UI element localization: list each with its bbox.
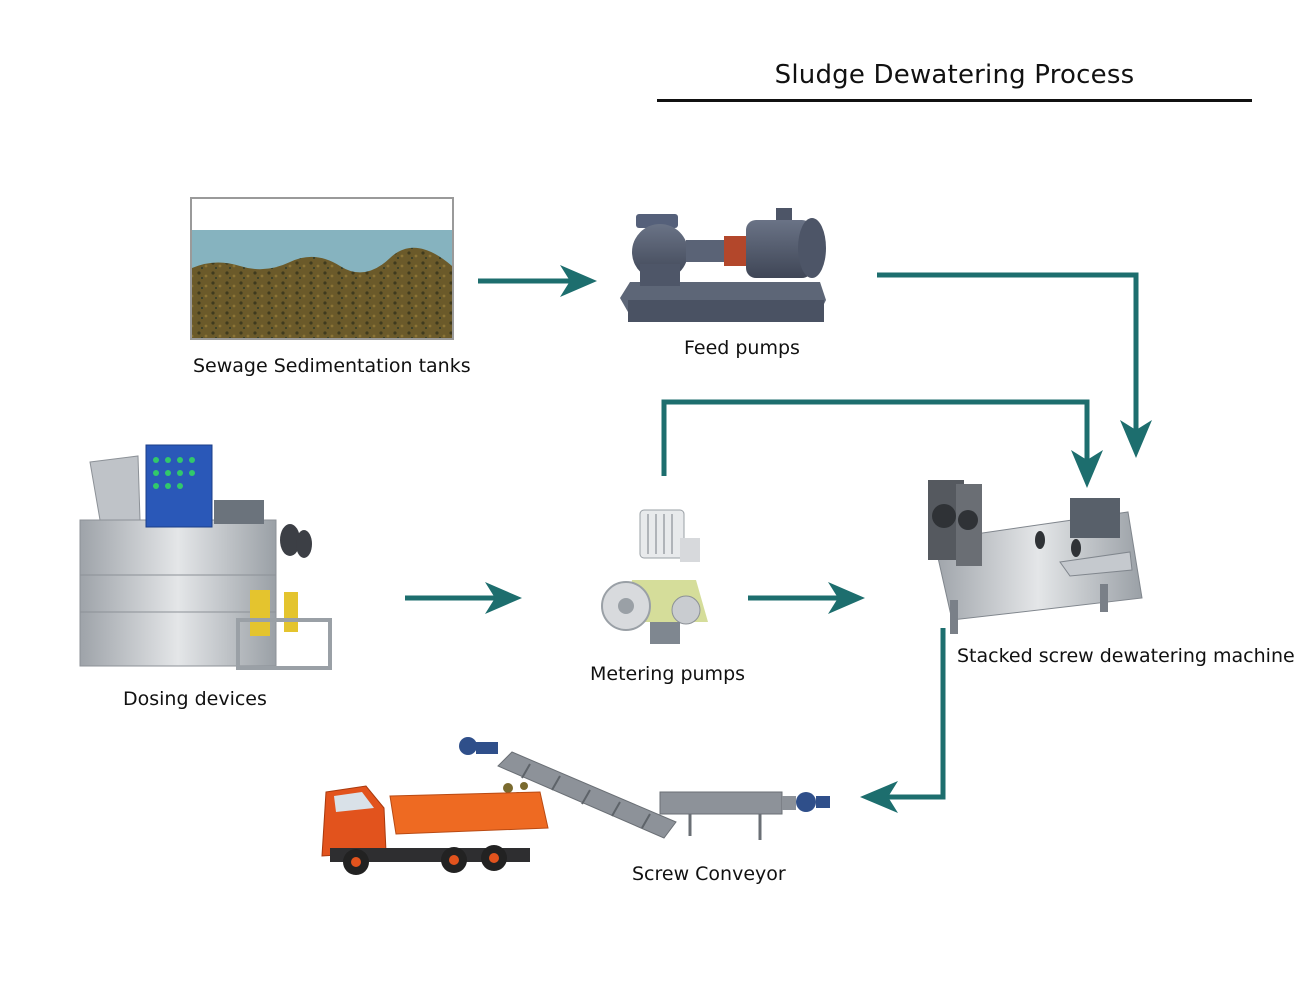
dosing-device-image: [79, 444, 332, 670]
sedimentation-tank-image: [190, 197, 454, 340]
diagram-title: Sludge Dewatering Process: [774, 60, 1135, 90]
arrow-dewatering-to-screw-conveyor: [888, 628, 946, 800]
arrow-metering-loop-to-dewatering-machine: [661, 399, 1090, 476]
label-metering-pump: Metering pumps: [590, 663, 746, 685]
metering-pump-image: [601, 509, 708, 644]
label-sedimentation-tank: Sewage Sedimentation tanks: [193, 355, 471, 377]
dewatering-machine-image: [928, 480, 1143, 634]
dump-truck-image: [321, 785, 549, 875]
arrow-feed-pump-to-dewatering-machine: [877, 272, 1139, 430]
label-screw-conveyor: Screw Conveyor: [632, 863, 786, 885]
feed-pump-image: [620, 208, 826, 322]
label-dewatering-machine: Stacked screw dewatering machine: [957, 645, 1295, 667]
label-dosing-device: Dosing devices: [123, 688, 267, 710]
title-underline: [657, 99, 1252, 102]
label-feed-pump: Feed pumps: [684, 337, 800, 359]
